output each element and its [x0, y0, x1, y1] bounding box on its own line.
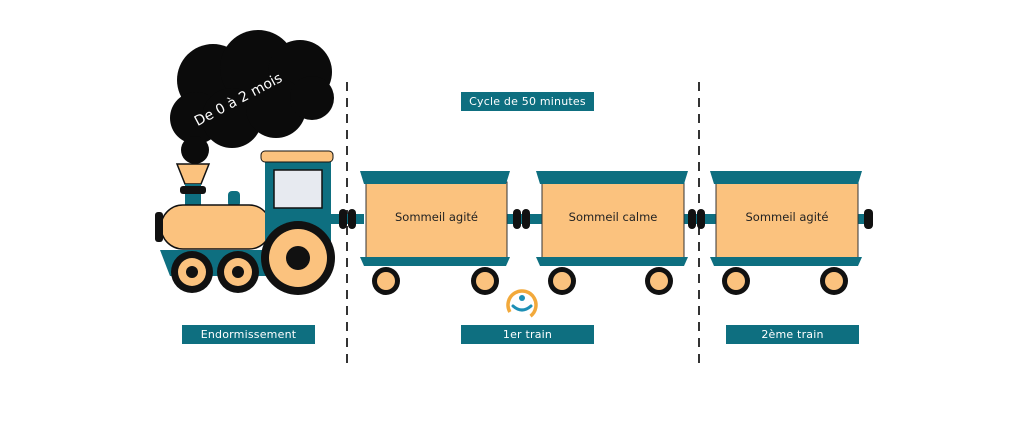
wagon-3-label: Sommeil agité — [745, 210, 829, 224]
couplings — [330, 209, 873, 229]
first-train-label: 1er train — [461, 325, 594, 344]
wagon-1 — [360, 171, 510, 295]
locomotive — [155, 150, 335, 295]
wagon-2-label: Sommeil calme — [568, 210, 658, 224]
wagon-3 — [710, 171, 862, 295]
brand-logo-icon — [506, 289, 538, 321]
cycle-duration-label: Cycle de 50 minutes — [461, 92, 594, 111]
second-train-label: 2ème train — [726, 325, 859, 344]
wagon-2 — [536, 171, 688, 295]
falling-asleep-label: Endormissement — [182, 325, 315, 344]
smoke-cloud — [170, 30, 334, 164]
wagon-1-label: Sommeil agité — [395, 210, 478, 224]
